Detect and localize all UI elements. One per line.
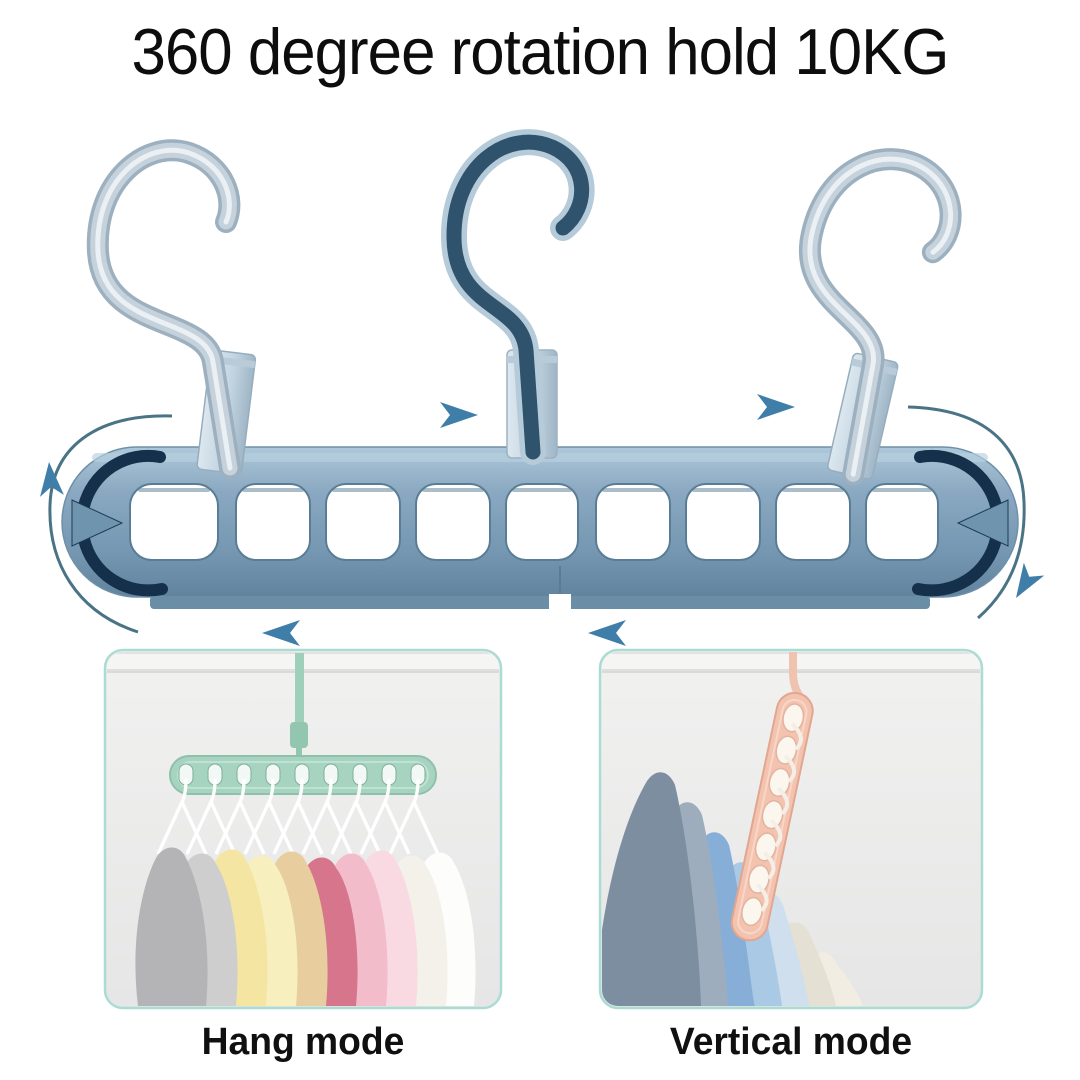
- hanger-hole: [415, 483, 491, 561]
- label-hang-mode: Hang mode: [201, 1021, 405, 1063]
- rotation-arrow-bottom-right-icon: [588, 620, 912, 646]
- hanger-hole: [325, 483, 401, 561]
- hanger-hole: [235, 483, 311, 561]
- hanger-hole: [775, 483, 851, 561]
- hanger-bar: [61, 446, 1019, 612]
- hanger-hole: [129, 483, 219, 561]
- rotation-arrow-top-right-icon: [585, 394, 795, 420]
- hanger-holes: [129, 483, 939, 561]
- rotation-arrow-bottom-left-icon: [262, 620, 498, 646]
- clothes-hang-mode: [135, 847, 476, 1006]
- rotation-curve-left-icon: [40, 414, 173, 634]
- hanger-hole: [505, 483, 579, 561]
- bar-bottom-lip: [150, 596, 930, 609]
- hanger-hole: [865, 483, 939, 561]
- hook-right-icon: [798, 148, 962, 486]
- hanger-hole: [685, 483, 761, 561]
- clothes-vertical-mode: [602, 772, 863, 1006]
- hanger-hole: [595, 483, 671, 561]
- white-hangers: [156, 778, 440, 855]
- hook-left-icon: [86, 139, 257, 479]
- green-hanger-icon: [169, 653, 437, 795]
- page-title: 360 degree rotation hold 10KG: [131, 15, 950, 88]
- pink-hanger-icon: [730, 652, 814, 942]
- bar-right-endcap: [912, 449, 1009, 597]
- panel-hang-mode: [103, 648, 503, 1010]
- hook-middle-icon: [440, 129, 595, 465]
- rotation-curve-right-icon: [907, 405, 1045, 620]
- label-vertical-mode: Vertical mode: [669, 1021, 913, 1063]
- rotation-arrow-top-left-icon: [268, 402, 478, 428]
- bar-left-endcap: [71, 449, 168, 597]
- rotation-arrows: [40, 394, 1045, 646]
- panel-vertical-mode: [598, 648, 984, 1010]
